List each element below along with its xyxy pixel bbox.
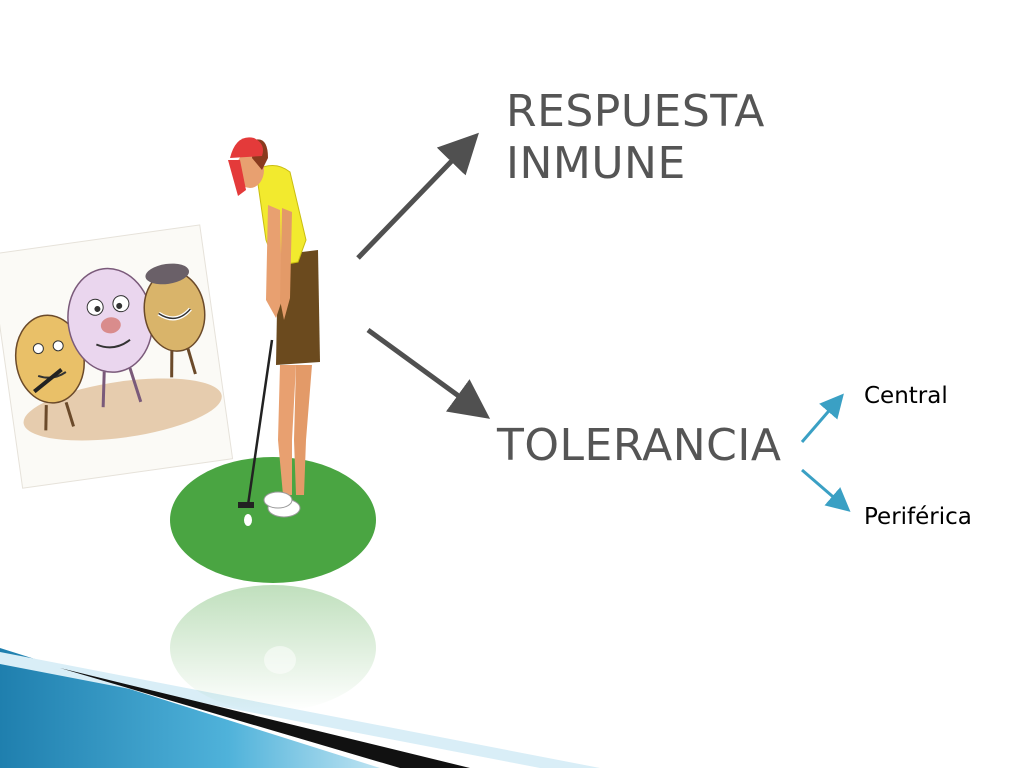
central-label: Central [864,383,948,409]
respuesta-line: RESPUESTA [506,86,765,137]
arrow-to-central [800,393,844,443]
inmune-line: INMUNE [506,138,686,189]
arrow-to-periferica [801,468,851,512]
arrow-to-tolerancia [366,327,491,419]
tolerancia-label: TOLERANCIA [497,420,782,471]
respuesta-inmune-label: RESPUESTA INMUNE [506,86,826,190]
arrow-to-respuesta [356,132,479,260]
periferica-label: Periférica [864,504,972,530]
